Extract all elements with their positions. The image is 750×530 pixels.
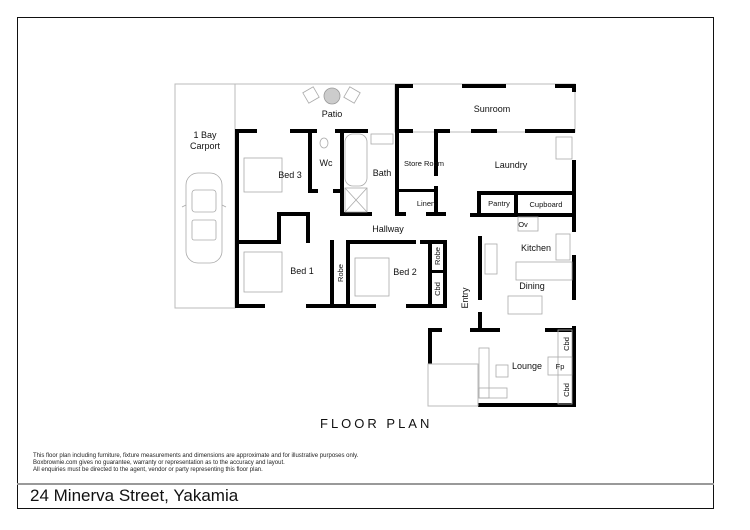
- address-bar: [17, 483, 714, 509]
- label-bath: Bath: [373, 168, 392, 178]
- label-patio: Patio: [322, 109, 343, 119]
- label-sunroom: Sunroom: [474, 104, 511, 114]
- label-entry: Entry: [460, 287, 470, 309]
- label-pantry: Pantry: [488, 199, 510, 208]
- label-carport-line2: Carport: [190, 141, 221, 151]
- label-cbd-lounge-top: Cbd: [562, 337, 571, 351]
- label-cbd-lounge-bottom: Cbd: [562, 383, 571, 397]
- disclaimer: This floor plan including furniture, fix…: [33, 453, 358, 474]
- label-linen: Linen: [417, 199, 435, 208]
- label-carport-line1: 1 Bay: [193, 130, 217, 140]
- disclaimer-line: Boxbrownie.com gives no guarantee, warra…: [33, 460, 285, 466]
- label-lounge: Lounge: [512, 361, 542, 371]
- label-fireplace: Fp: [556, 362, 565, 371]
- label-laundry: Laundry: [495, 160, 528, 170]
- page-frame: [17, 17, 714, 509]
- floor-plan-title: FLOOR PLAN: [320, 416, 433, 431]
- label-bed1: Bed 1: [290, 266, 314, 276]
- label-cbd-hall: Cbd: [433, 282, 442, 296]
- label-oven: Ov: [518, 220, 528, 229]
- label-store-room: Store Room: [404, 159, 444, 168]
- fixtures: [243, 133, 573, 405]
- carport-outline: [174, 83, 395, 309]
- label-hallway: Hallway: [372, 224, 404, 234]
- disclaimer-line: All enquiries must be directed to the ag…: [33, 467, 263, 473]
- label-robe-bed1: Robe: [336, 264, 345, 282]
- label-cupboard: Cupboard: [530, 200, 563, 209]
- label-dining: Dining: [519, 281, 545, 291]
- car-icon: [181, 172, 227, 264]
- patio-furniture-icon: [302, 86, 361, 105]
- property-address: 24 Minerva Street, Yakamia: [30, 486, 239, 505]
- label-wc: Wc: [320, 158, 333, 168]
- label-bed3: Bed 3: [278, 170, 302, 180]
- house-walls: [235, 129, 576, 407]
- label-robe-bed2: Robe: [433, 247, 442, 265]
- label-bed2: Bed 2: [393, 267, 417, 277]
- disclaimer-line: This floor plan including furniture, fix…: [33, 453, 359, 459]
- label-kitchen: Kitchen: [521, 243, 551, 253]
